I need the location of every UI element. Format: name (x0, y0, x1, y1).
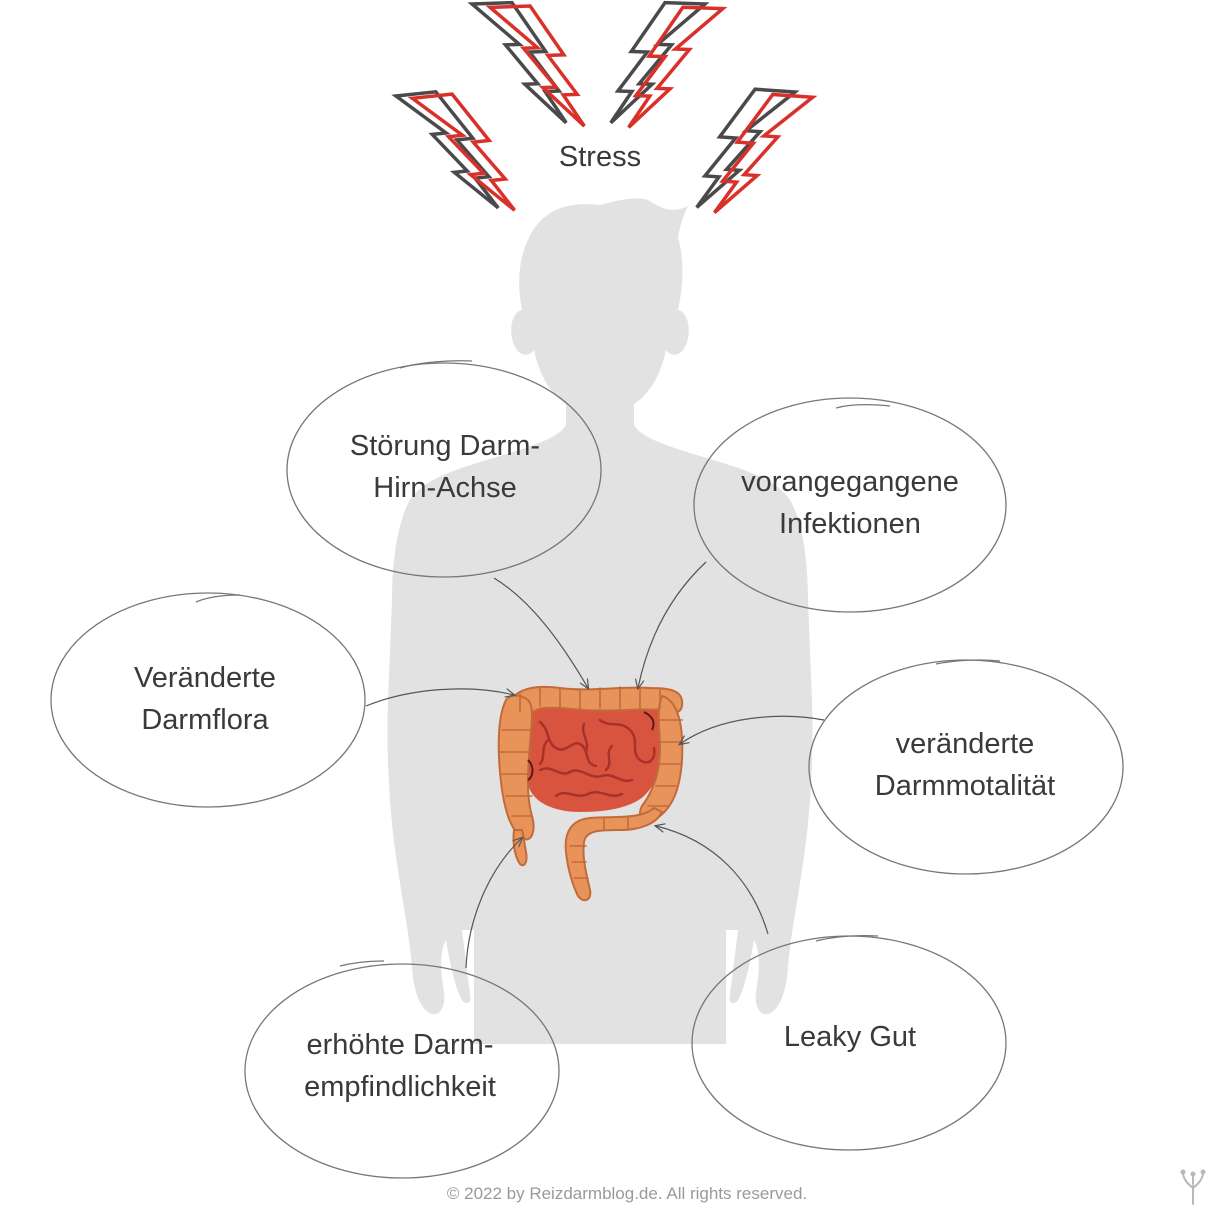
factor-label-leaky-gut: Leaky Gut (783, 1021, 917, 1053)
lightning-bolt-icon (609, 0, 725, 133)
arrow-motilitaet (680, 715, 825, 744)
factor-label-darm-hirn-achse: Störung Darm- Hirn-Achse (349, 430, 541, 504)
factor-label-darmmotilitaet: veränderte Darmmotalität (874, 728, 1056, 802)
lightning-bolt-icon (694, 83, 815, 221)
reizdarmblog-logo-icon (1180, 1169, 1206, 1205)
factor-label-infektionen: vorangegangene Infektionen (741, 466, 959, 540)
arrow-darmflora (365, 689, 514, 707)
arrow-darm-hirn (493, 577, 588, 688)
arrow-infektionen (638, 561, 707, 688)
ellipse-darm-hirn (286, 360, 602, 578)
arrow-empfindlichkeit (465, 838, 522, 969)
ellipse-empfindlichkeit (244, 960, 560, 1179)
lightning-bolt-icon (394, 84, 517, 222)
factor-label-darmempfindlichkeit: erhöhte Darm- empfindlichkeit (304, 1029, 496, 1103)
lightning-bolt-icon (470, 0, 587, 132)
factor-label-darmflora: Veränderte Darmflora (134, 662, 276, 736)
ellipse-infektionen (693, 397, 1007, 613)
human-silhouette (387, 198, 813, 1044)
stress-label: Stress (558, 141, 642, 173)
intestine-illustration (497, 685, 684, 902)
ellipse-leaky-gut (691, 935, 1007, 1151)
ellipse-motilitaet (808, 659, 1124, 875)
ellipse-darmflora (50, 592, 366, 808)
arrow-leaky-gut (656, 826, 769, 935)
copyright-notice: © 2022 by Reizdarmblog.de. All rights re… (446, 1184, 808, 1203)
